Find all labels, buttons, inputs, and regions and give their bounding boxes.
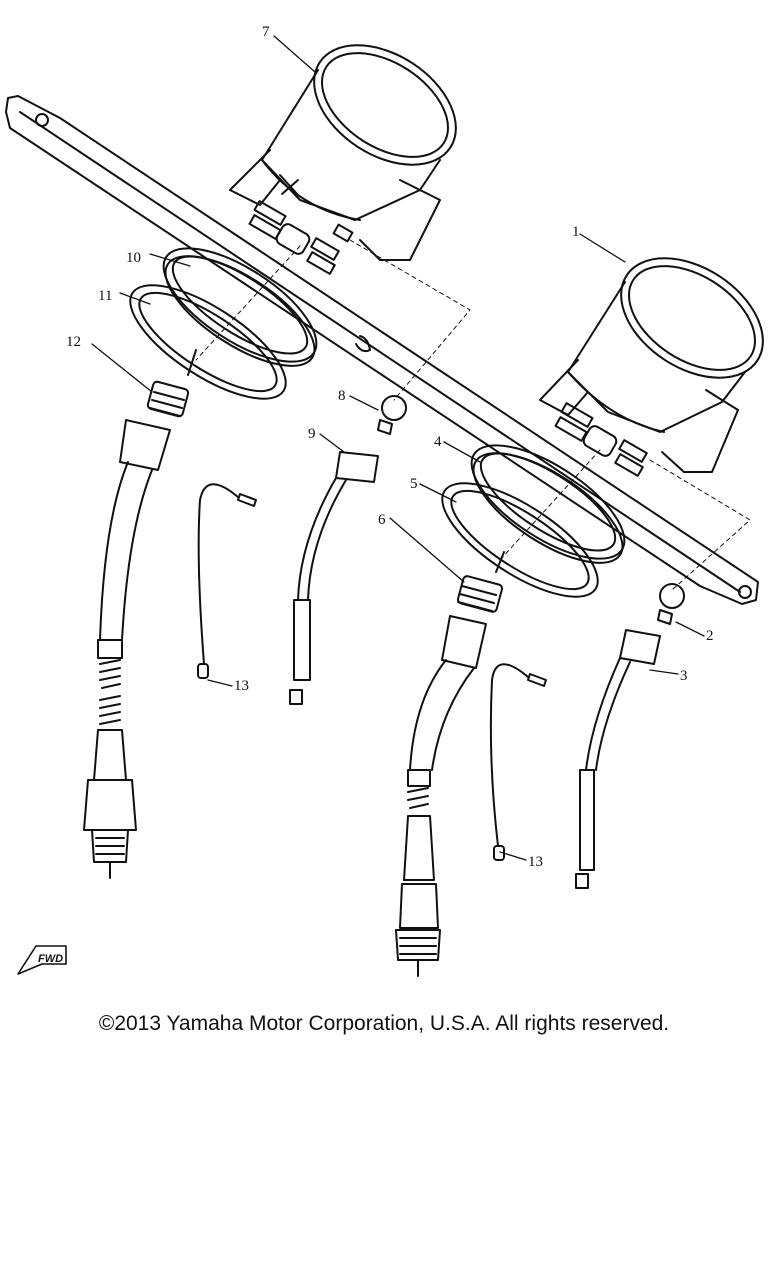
callout-2: 2 [706,628,714,644]
callout-10: 10 [126,250,141,266]
meter-right [539,257,764,477]
callout-leaders [91,35,705,861]
callout-9: 9 [308,426,316,442]
meter-washer-5 [441,482,599,598]
callout-11: 11 [98,288,112,304]
bulb-8 [377,395,407,435]
bulb-2 [657,583,685,625]
copyright-notice: ©2013 Yamaha Motor Corporation, U.S.A. A… [98,1012,670,1035]
callout-5: 5 [410,476,418,492]
callout-1: 1 [572,224,580,240]
meter-top [229,44,457,275]
alignment-lines [195,239,751,591]
callout-3: 3 [680,668,688,684]
callout-13-left: 13 [234,678,249,694]
meter-washer-11 [129,284,287,400]
lamp-lead-13-right [489,663,547,861]
lamp-lead-13-left [197,483,257,679]
callout-8: 8 [338,388,346,404]
callout-13-right: 13 [528,854,543,870]
cable-left [83,349,197,879]
socket-cord-9 [289,451,379,705]
cable-center [395,551,505,977]
meter-cushion-10 [162,247,318,367]
callout-7: 7 [262,24,270,40]
callout-12: 12 [66,334,81,350]
callout-4: 4 [434,434,442,450]
meter-cushion-4 [470,444,626,564]
fwd-label: FWD [38,953,63,965]
parts-diagram: 7 1 10 11 12 8 9 4 5 6 2 3 13 13 FWD [5,24,764,977]
callout-6: 6 [378,512,386,528]
socket-cord-3 [575,629,661,889]
fwd-arrow-icon [17,945,67,975]
meter-bracket [5,95,759,605]
